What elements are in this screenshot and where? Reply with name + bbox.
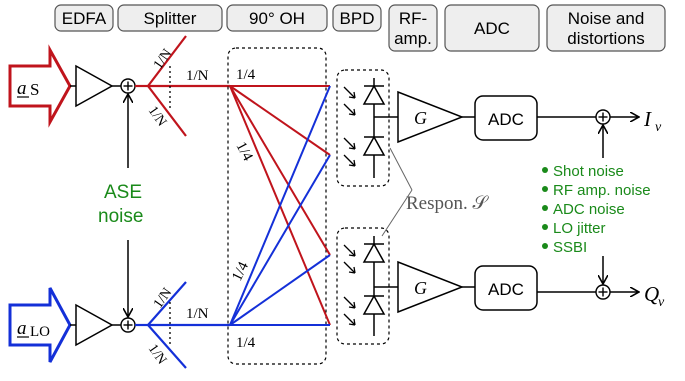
hybrid-label-quarter-bottom: 1/4 <box>236 335 256 351</box>
bpd-lower-light-icons <box>343 244 356 326</box>
bpd-upper-light-icons <box>343 86 356 167</box>
lo-input-arrow <box>8 287 72 363</box>
hybrid-label-quarter-lo-diag: 1/4 <box>229 259 252 284</box>
bpd-upper-box <box>336 69 390 187</box>
adc-lower-label: ADC <box>488 280 524 299</box>
lo-split-label-upper: 1/N <box>151 285 175 311</box>
responsivity-label: Respon. 𝒮 <box>406 193 490 214</box>
stage-label-noise-1: Noise and <box>568 9 645 28</box>
stage-header-adc: ADC <box>444 4 540 52</box>
stage-header-edfa: EDFA <box>54 4 114 32</box>
noise-list: Shot noise RF amp. noise ADC noise LO ji… <box>542 163 651 256</box>
stage-header-splitter: Splitter <box>117 4 223 32</box>
i-output-label: I <box>643 107 652 131</box>
rf-amp-lower-gain: G <box>414 278 427 298</box>
bpd-lower-photodiodes <box>362 236 398 336</box>
stage-header-noise: Noise and distortions <box>546 4 666 52</box>
adc-lower <box>474 265 538 311</box>
adc-upper-label: ADC <box>488 110 524 129</box>
stage-label-hybrid: 90° OH <box>249 9 305 28</box>
rf-amp-upper-gain: G <box>414 108 427 128</box>
lo-splitter <box>135 281 230 369</box>
stage-label-edfa: EDFA <box>62 9 107 28</box>
stage-label-bpd: BPD <box>340 9 375 28</box>
lo-input-label: a <box>17 318 27 339</box>
hybrid-lo-paths <box>229 85 331 326</box>
signal-input-arrow <box>8 44 72 128</box>
signal-input-subscript: S <box>30 80 39 99</box>
noise-item-shot: Shot noise <box>553 163 624 180</box>
edfa-signal-amplifier <box>75 64 114 108</box>
noise-item-ssbi: SSBI <box>553 239 587 256</box>
adc-upper <box>474 95 538 141</box>
q-output-label: Q <box>644 282 659 306</box>
bpd-upper-photodiodes <box>362 78 398 178</box>
hybrid-label-quarter-top: 1/4 <box>236 67 256 83</box>
signal-splitter <box>135 35 230 137</box>
stage-label-rf-amp-2: amp. <box>394 29 432 48</box>
noise-item-lo-jitter: LO jitter <box>553 220 606 237</box>
signal-split-label-upper: 1/N <box>151 46 175 72</box>
rf-amp-upper <box>397 90 465 144</box>
stage-label-splitter: Splitter <box>144 9 197 28</box>
signal-split-label-through: 1/N <box>186 68 209 84</box>
stage-label-rf-amp-1: RF- <box>399 9 427 28</box>
signal-adder-node <box>120 78 136 94</box>
ase-noise-label-2: noise <box>98 206 143 227</box>
i-output-subscript: v <box>655 120 662 135</box>
lo-input-subscript: LO <box>30 324 50 340</box>
q-adder-node <box>595 284 611 300</box>
stage-header-rf-amp: RF- amp. <box>388 4 438 52</box>
stage-label-noise-2: distortions <box>567 29 644 48</box>
q-output-subscript: v <box>658 295 665 310</box>
lo-split-label-through: 1/N <box>186 306 209 322</box>
stage-label-adc: ADC <box>474 19 510 38</box>
signal-input-label: a <box>17 78 27 99</box>
lo-adder-node <box>120 317 136 333</box>
ase-noise-label-1: ASE <box>104 182 142 203</box>
noise-item-rf-amp: RF amp. noise <box>553 182 651 199</box>
edfa-lo-amplifier <box>75 303 114 347</box>
i-adder-node <box>595 109 611 125</box>
stage-header-hybrid: 90° OH <box>226 4 328 32</box>
stage-header-bpd: BPD <box>332 4 382 32</box>
rf-amp-lower <box>397 260 465 314</box>
noise-item-adc: ADC noise <box>553 201 625 218</box>
bpd-lower-box <box>336 227 390 345</box>
hybrid-label-quarter-diag: 1/4 <box>232 139 255 164</box>
